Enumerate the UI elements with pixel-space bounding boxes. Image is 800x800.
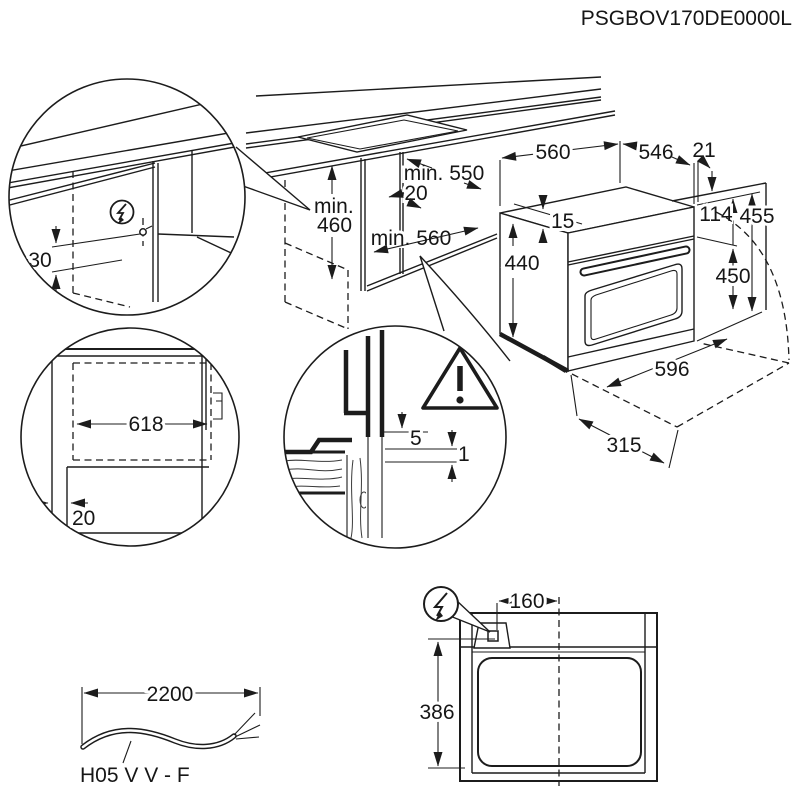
dim-front-gap: 5 [410, 427, 422, 450]
dim-cable-length: 2200 [147, 683, 194, 706]
oven-door-window [584, 263, 683, 347]
dim-min-depth: min. 560 [371, 227, 452, 250]
dim-rear-gap: 20 [72, 507, 95, 530]
lightning-bolt-icon [423, 586, 459, 622]
oven-right-dimensions: 114 450 455 [696, 191, 778, 342]
main-perspective-view: min. 550 20 min. 460 min. 560 [245, 76, 790, 469]
side-section-detail: 618 20 [20, 327, 240, 547]
dim-body-height: 440 [504, 252, 539, 275]
power-connection-detail: 30 [8, 78, 311, 316]
dim-panel-height: 114 [699, 203, 733, 226]
mounting-gap-detail: 5 1 [283, 255, 511, 549]
hidden-oven-outline [284, 180, 349, 330]
dim-door-height: 450 [715, 265, 750, 288]
warning-triangle-icon [421, 346, 499, 410]
dim-top-recess: 15 [551, 210, 574, 233]
niche-dimensions: min. 550 20 min. 460 min. 560 [311, 158, 487, 280]
dim-bottom-gap: 1 [458, 443, 470, 466]
model-number: PSGBOV170DE0000L [581, 7, 792, 30]
detail-circle [20, 327, 240, 547]
lightning-bolt-icon [109, 199, 135, 225]
cable-type-label: H05 V V - F [80, 764, 190, 787]
dim-frame-overlap: 21 [692, 139, 715, 162]
door-swing: 596 315 [570, 211, 790, 469]
oven-dimensions: 560 546 21 15 440 [499, 136, 719, 338]
cable-drawing [80, 712, 261, 750]
cable-gland [139, 228, 147, 236]
dim-rail-offset: 20 [404, 182, 427, 205]
dim-front-width: 546 [638, 141, 673, 164]
dim-min-height-prefix: min. [314, 195, 354, 218]
dim-inner-depth: 618 [128, 413, 163, 436]
dim-cable-clearance: 30 [28, 249, 51, 272]
top-view: 160 386 [416, 586, 658, 786]
detail-circle [283, 325, 507, 549]
dim-connection-offset: 160 [509, 590, 544, 613]
oven-handle [579, 245, 691, 277]
dim-min-height: 460 [317, 214, 352, 237]
anti-tip-bracket [213, 392, 223, 420]
dim-total-height: 455 [739, 205, 774, 228]
detail-circle [8, 78, 246, 316]
power-cable: 2200 H05 V V - F [80, 680, 261, 787]
worktop [245, 76, 616, 182]
dim-top-depth: 560 [535, 141, 570, 164]
dim-door-open-width: 596 [654, 358, 689, 381]
dim-door-open-depth: 315 [606, 434, 641, 457]
dim-connection-depth: 386 [419, 701, 454, 724]
